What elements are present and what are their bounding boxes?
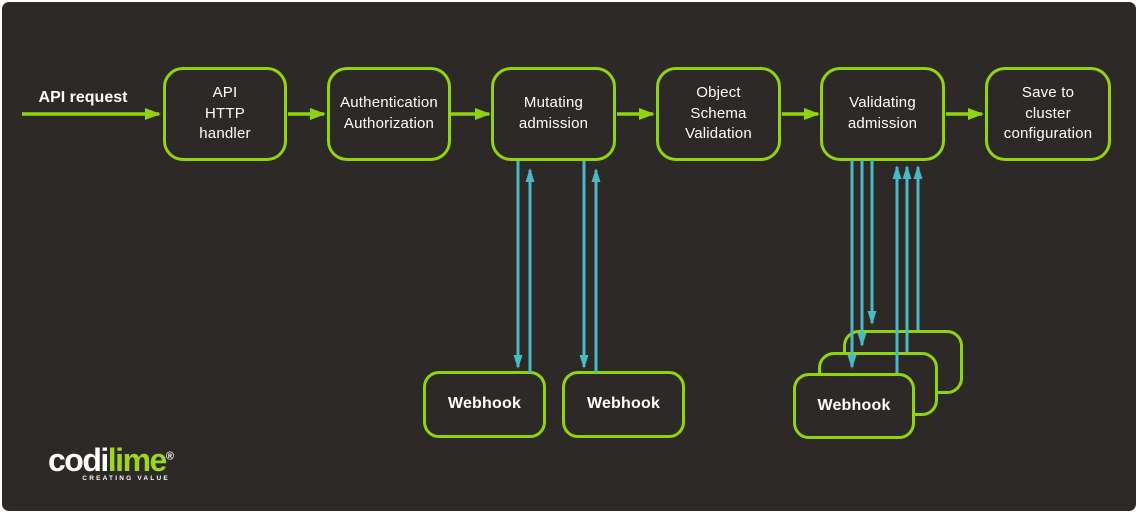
node-authentication-authorization: Authentication Authorization [327,67,451,161]
webhook-mutating-2: Webhook [562,371,685,438]
logo-tagline: CREATING VALUE [82,475,170,483]
node-validating-admission: Validating admission [820,67,945,161]
logo-wordmark: codilime® [48,442,174,478]
logo-lime-text: lime [107,442,168,478]
node-object-schema-validation: Object Schema Validation [656,67,781,161]
codilime-logo: codilime® CREATING VALUE [48,442,174,483]
webhook-mutating-1: Webhook [423,371,546,438]
node-api-http-handler: API HTTP handler [163,67,287,161]
node-save-to-cluster-configuration: Save to cluster configuration [985,67,1111,161]
api-request-label: API request [38,89,128,106]
registered-mark-icon: ® [165,450,174,463]
logo-codi-text: codi [48,442,109,478]
node-mutating-admission: Mutating admission [491,67,616,161]
webhook-validating-front: Webhook [793,373,915,439]
